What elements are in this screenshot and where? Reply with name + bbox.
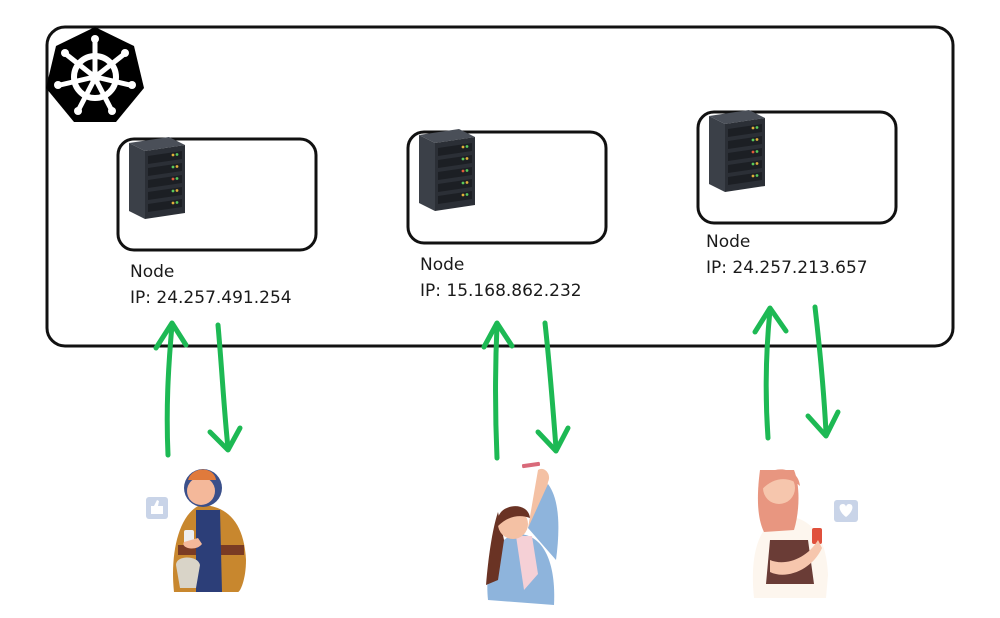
node-2: Node IP: 15.168.862.232 bbox=[406, 129, 608, 301]
user-selfie-phone-icon bbox=[486, 461, 559, 605]
user-hoodie-phone-icon bbox=[146, 469, 246, 592]
node-ip: IP: 15.168.862.232 bbox=[420, 281, 582, 301]
response-arrow-down bbox=[535, 320, 571, 454]
node-3: Node IP: 24.257.213.657 bbox=[696, 110, 898, 278]
server-rack-icon bbox=[129, 137, 185, 219]
node-1: Node IP: 24.257.491.254 bbox=[116, 137, 318, 308]
server-rack-icon bbox=[419, 129, 475, 211]
node-label: Node bbox=[130, 262, 174, 282]
node-label: Node bbox=[706, 232, 750, 252]
user-girl-phone-icon bbox=[752, 469, 858, 598]
server-rack-icon bbox=[709, 110, 765, 192]
kubernetes-helm-icon bbox=[46, 27, 144, 122]
node-box bbox=[406, 130, 608, 245]
node-box bbox=[696, 110, 898, 225]
request-arrow-up bbox=[752, 305, 789, 441]
response-arrow-down bbox=[805, 304, 841, 439]
node-ip: IP: 24.257.213.657 bbox=[706, 258, 868, 278]
heart-icon bbox=[839, 504, 853, 517]
request-arrow-up bbox=[481, 320, 515, 461]
node-ip: IP: 24.257.491.254 bbox=[130, 288, 292, 308]
response-arrow-down bbox=[207, 322, 243, 453]
node-box bbox=[116, 137, 318, 252]
node-label: Node bbox=[420, 255, 464, 275]
cluster-boundary bbox=[45, 25, 955, 348]
request-arrow-up bbox=[153, 320, 189, 458]
